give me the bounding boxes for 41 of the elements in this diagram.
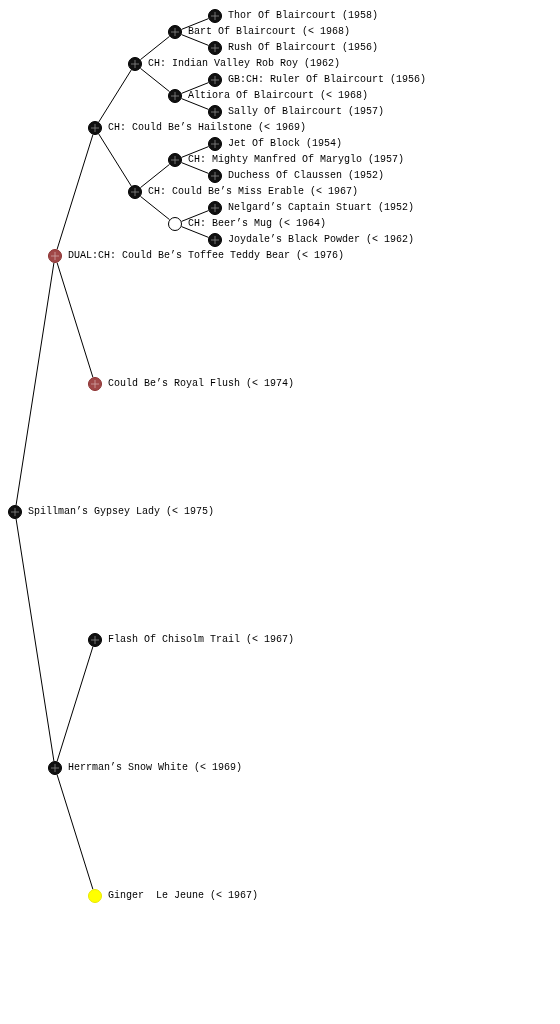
connector-line — [181, 162, 209, 174]
connector-line — [98, 133, 132, 187]
connector-line — [181, 210, 209, 222]
connector-line — [181, 146, 209, 158]
connector-line — [56, 262, 94, 378]
name-label: CH: Beer’s Mug (< 1964) — [188, 218, 327, 230]
connector-line — [181, 98, 209, 110]
name-label: GB:CH: Ruler Of Blaircourt (1956) — [228, 74, 427, 86]
name-label: Rush Of Blaircourt (1956) — [228, 42, 379, 54]
name-label: Sally Of Blaircourt (1957) — [228, 106, 385, 118]
name-label: Ginger Le Jeune (< 1967) — [108, 890, 259, 902]
name-label: Joydale’s Black Powder (< 1962) — [228, 234, 415, 246]
connector-line — [98, 69, 132, 123]
name-label: CH: Mighty Manfred Of Maryglo (1957) — [188, 154, 405, 166]
name-label: CH: Could Be’s Hailstone (< 1969) — [108, 122, 307, 134]
connector-line — [139, 163, 171, 189]
name-label: Spillman’s Gypsey Lady (< 1975) — [28, 506, 215, 518]
connector-line — [181, 82, 209, 94]
name-label: Herrman’s Snow White (< 1969) — [68, 762, 243, 774]
connector-line — [15, 518, 55, 762]
name-label: Flash Of Chisolm Trail (< 1967) — [108, 634, 295, 646]
connector-line — [56, 134, 94, 250]
connector-line — [181, 18, 209, 30]
name-label: Altiora Of Blaircourt (< 1968) — [188, 90, 369, 102]
name-label: Nelgard’s Captain Stuart (1952) — [228, 202, 415, 214]
name-label: DUAL:CH: Could Be’s Toffee Teddy Bear (< 1976) — [68, 250, 345, 262]
name-label: Duchess Of Claussen (1952) — [228, 170, 385, 182]
name-label: Bart Of Blaircourt (< 1968) — [188, 26, 351, 38]
name-label: Thor Of Blaircourt (1958) — [228, 10, 379, 22]
name-label: Could Be’s Royal Flush (< 1974) — [108, 378, 295, 390]
connector-line — [139, 67, 171, 93]
connector-line — [139, 195, 171, 221]
connector-line — [181, 226, 209, 238]
connector-line — [181, 34, 209, 46]
connector-line — [56, 774, 94, 890]
name-label: Jet Of Block (1954) — [228, 138, 343, 150]
name-label: CH: Indian Valley Rob Roy (1962) — [148, 58, 341, 70]
connector-line — [56, 646, 94, 762]
connector-line — [139, 35, 171, 61]
name-label: CH: Could Be’s Miss Erable (< 1967) — [148, 186, 359, 198]
connector-line — [15, 262, 55, 506]
